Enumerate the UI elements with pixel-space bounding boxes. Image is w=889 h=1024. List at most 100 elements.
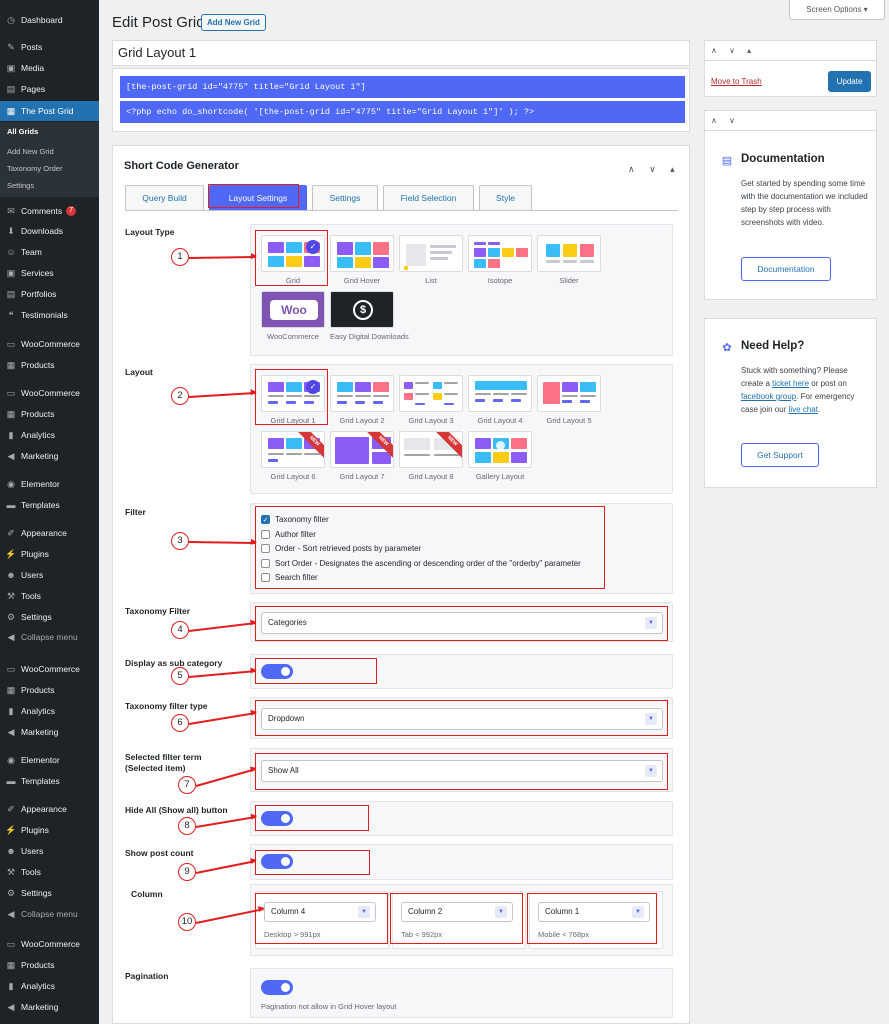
filter-option[interactable]: ✓Taxonomy filter (261, 515, 329, 524)
layout-grid-layout-2[interactable]: Grid Layout 2 (330, 375, 394, 425)
panel-toggle-arrows[interactable]: ∧ ∨ ▴ (628, 164, 681, 174)
sidebar-item-products[interactable]: ▦Products (0, 955, 99, 975)
sidebar-item-woocommerce[interactable]: ▭WooCommerce (0, 934, 99, 954)
sidebar-item-tools[interactable]: ⚒Tools (0, 862, 99, 882)
docs-box-arrows[interactable]: ∧ ∨ (705, 111, 876, 131)
filter-type-select[interactable]: Dropdown▼ (261, 708, 663, 730)
sidebar-item-marketing[interactable]: ◀Marketing (0, 722, 99, 742)
sidebar-item-collapse-menu[interactable]: ◀Collapse menu (0, 904, 99, 924)
documentation-button[interactable]: Documentation (741, 257, 831, 281)
sidebar-item-tools[interactable]: ⚒Tools (0, 586, 99, 606)
sidebar-item-plugins[interactable]: ⚡Plugins (0, 544, 99, 564)
pagination-toggle[interactable] (261, 980, 293, 995)
sidebar-item-templates[interactable]: ▬Templates (0, 495, 99, 515)
get-support-button[interactable]: Get Support (741, 443, 819, 467)
sidebar-item-products[interactable]: ▦Products (0, 680, 99, 700)
layout-grid-layout-3[interactable]: Grid Layout 3 (399, 375, 463, 425)
sidebar-item-settings[interactable]: ⚙Settings (0, 607, 99, 627)
submenu-item[interactable]: All Grids (7, 127, 39, 136)
tab-query-build[interactable]: Query Build (125, 185, 204, 211)
sidebar-item-woocommerce[interactable]: ▭WooCommerce (0, 334, 99, 354)
checkbox-icon[interactable] (261, 544, 270, 553)
sidebar-item-analytics[interactable]: ▮Analytics (0, 425, 99, 445)
taxonomy-filter-select[interactable]: Categories▼ (261, 612, 663, 634)
layout-type-grid[interactable]: ✓Grid (261, 235, 325, 285)
sidebar-item-elementor[interactable]: ◉Elementor (0, 474, 99, 494)
selected-term-select[interactable]: Show All▼ (261, 760, 663, 782)
layout-type-list[interactable]: List (399, 235, 463, 285)
sidebar-item-testimonials[interactable]: ❝Testimonials (0, 305, 99, 325)
ticket-link[interactable]: ticket here (772, 379, 810, 388)
sidebar-item-team[interactable]: ☺Team (0, 242, 99, 262)
layout-type-easy-digital-downloads[interactable]: $Easy Digital Downloads (330, 291, 409, 341)
sidebar-item-templates[interactable]: ▬Templates (0, 771, 99, 791)
publish-box-arrows[interactable]: ∧ ∨ ▴ (705, 41, 876, 61)
shortcode-text[interactable]: [the-post-grid id="4775" title="Grid Lay… (120, 76, 685, 98)
screen-options-button[interactable]: Screen Options ▾ (789, 0, 885, 20)
tab-style[interactable]: Style (479, 185, 532, 211)
filter-option[interactable]: Order - Sort retrieved posts by paramete… (261, 544, 421, 553)
post-count-toggle[interactable] (261, 854, 293, 869)
layout-grid-layout-1[interactable]: ✓Grid Layout 1 (261, 375, 325, 425)
sidebar-item-appearance[interactable]: ✐Appearance (0, 523, 99, 543)
hide-all-toggle[interactable] (261, 811, 293, 826)
post-title-input[interactable]: Grid Layout 1 (112, 40, 690, 66)
layout-gallery-layout[interactable]: Gallery Layout (468, 431, 532, 481)
sidebar-item-appearance[interactable]: ✐Appearance (0, 799, 99, 819)
sidebar-item-marketing[interactable]: ◀Marketing (0, 997, 99, 1017)
submenu-item[interactable]: Add New Grid (7, 147, 54, 156)
submenu-item[interactable]: Settings (7, 181, 35, 190)
sidebar-item-media[interactable]: ▣Media (0, 58, 99, 78)
layout-type-isotope[interactable]: Isotope (468, 235, 532, 285)
sidebar-item-posts[interactable]: ✎Posts (0, 37, 99, 57)
column-select[interactable]: Column 4▼ (264, 902, 376, 922)
update-button[interactable]: Update (828, 71, 871, 92)
layout-type-slider[interactable]: Slider (537, 235, 601, 285)
sidebar-item-analytics[interactable]: ▮Analytics (0, 976, 99, 996)
php-shortcode-text[interactable]: <?php echo do_shortcode( '[the-post-grid… (120, 101, 685, 123)
checkbox-icon[interactable] (261, 529, 270, 539)
facebook-group-link[interactable]: facebook group (741, 392, 797, 401)
filter-option[interactable]: Sort Order - Designates the ascending or… (261, 558, 581, 568)
column-select[interactable]: Column 2▼ (401, 902, 513, 922)
tab-layout-settings[interactable]: Layout Settings (209, 185, 307, 211)
move-to-trash-link[interactable]: Move to Trash (711, 77, 762, 86)
layout-grid-layout-4[interactable]: Grid Layout 4 (468, 375, 532, 425)
sidebar-item-pages[interactable]: ▤Pages (0, 79, 99, 99)
sidebar-item-woocommerce[interactable]: ▭WooCommerce (0, 659, 99, 679)
sidebar-item-the-post-grid[interactable]: ▦The Post Grid (0, 101, 99, 121)
checkbox-icon[interactable] (261, 558, 270, 568)
sidebar-item-woocommerce[interactable]: ▭WooCommerce (0, 383, 99, 403)
live-chat-link[interactable]: live chat (788, 405, 818, 414)
sidebar-item-analytics[interactable]: ▮Analytics (0, 701, 99, 721)
sidebar-item-products[interactable]: ▦Products (0, 355, 99, 375)
sidebar-item-users[interactable]: ☻Users (0, 841, 99, 861)
filter-option[interactable]: Search filter (261, 573, 318, 582)
submenu-item[interactable]: Taxonomy Order (7, 164, 63, 173)
tab-field-selection[interactable]: Field Selection (383, 185, 474, 211)
sub-category-toggle[interactable] (261, 664, 293, 679)
layout-grid-layout-5[interactable]: Grid Layout 5 (537, 375, 601, 425)
sidebar-item-dashboard[interactable]: ◷Dashboard (0, 10, 99, 30)
layout-type-grid-hover[interactable]: Grid Hover (330, 235, 394, 285)
filter-option[interactable]: Author filter (261, 529, 316, 539)
tab-settings[interactable]: Settings (312, 185, 378, 211)
sidebar-item-elementor[interactable]: ◉Elementor (0, 750, 99, 770)
sidebar-item-products[interactable]: ▦Products (0, 404, 99, 424)
sidebar-item-plugins[interactable]: ⚡Plugins (0, 820, 99, 840)
sidebar-item-collapse-menu[interactable]: ◀Collapse menu (0, 627, 99, 647)
sidebar-item-services[interactable]: ▣Services (0, 263, 99, 283)
sidebar-item-settings[interactable]: ⚙Settings (0, 883, 99, 903)
sidebar-item-downloads[interactable]: ⬇Downloads (0, 221, 99, 241)
sidebar-item-portfolios[interactable]: ▤Portfolios (0, 284, 99, 304)
checkbox-checked-icon[interactable]: ✓ (261, 515, 270, 524)
sidebar-item-users[interactable]: ☻Users (0, 565, 99, 585)
column-select[interactable]: Column 1▼ (538, 902, 650, 922)
checkbox-icon[interactable] (261, 573, 270, 582)
sidebar-item-marketing[interactable]: ◀Marketing (0, 446, 99, 466)
